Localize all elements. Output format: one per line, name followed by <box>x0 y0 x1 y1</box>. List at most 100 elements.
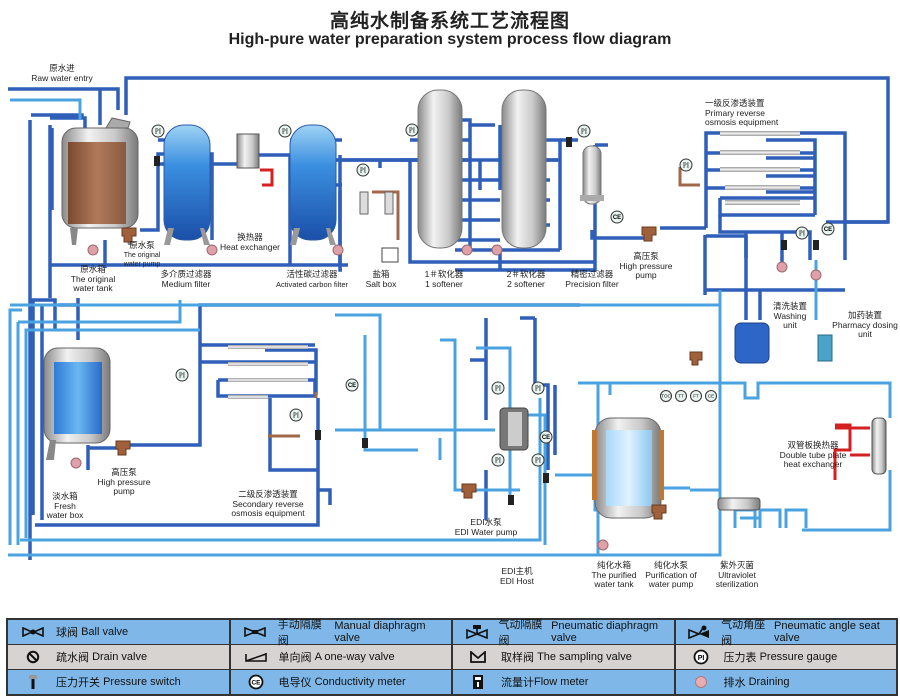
legend-item-draining: 排水 Draining <box>676 670 897 694</box>
draining-icon <box>688 675 714 689</box>
svg-text:CE: CE <box>824 227 832 233</box>
svg-text:PI: PI <box>535 385 542 393</box>
conductivity-meters: CE CE CE CE <box>345 210 835 444</box>
conductivity-meter-icon: CE <box>243 674 269 690</box>
secondary-ro-membranes <box>228 345 308 399</box>
precision-filter-vessel <box>580 145 604 205</box>
svg-text:CE: CE <box>708 394 714 399</box>
purification-pump-icon <box>651 504 667 520</box>
legend-item-manual-diaphragm-valve: 手动隔膜阀 Manual diaphragm valve <box>231 619 453 647</box>
primary-ro-membranes <box>720 131 800 205</box>
uv-sterilizer <box>717 497 761 511</box>
svg-text:PI: PI <box>282 128 289 136</box>
softener-2-vessel <box>501 89 547 249</box>
original-water-tank <box>61 117 139 245</box>
pumps <box>115 226 703 520</box>
loop-sensors: TOC TT FT CE <box>660 390 717 402</box>
one-way-valve-icon <box>243 650 269 664</box>
double-tube-plate-heat-exchanger <box>871 417 887 475</box>
pneumatic-diaphragm-valve-icon <box>465 625 488 639</box>
edi-water-pump-icon <box>461 483 477 499</box>
svg-text:TT: TT <box>678 394 684 399</box>
pressure-gauges: PI PI PI PI PI PI PI PI PI PI PI PI PI <box>151 123 809 467</box>
brine-pipes <box>268 167 700 438</box>
svg-text:PI: PI <box>155 128 162 136</box>
drain-valve-icon <box>20 650 46 664</box>
washing-pump-icon <box>689 351 703 366</box>
flow-meter-icon <box>465 675 491 689</box>
pharmacy-dosing-tank <box>817 334 833 362</box>
svg-text:PI: PI <box>799 230 806 238</box>
flow-meters <box>154 137 819 505</box>
legend-item-ball-valve: 球阀 Ball valve <box>8 620 231 644</box>
legend-item-pressure-gauge: PI 压力表 Pressure gauge <box>676 645 897 669</box>
pneumatic-angle-seat-valve-icon <box>688 625 712 639</box>
heat-exchanger <box>236 133 260 169</box>
svg-text:CE: CE <box>613 215 621 221</box>
svg-text:PI: PI <box>360 167 367 175</box>
original-water-pump-icon <box>121 227 137 243</box>
svg-text:PI: PI <box>581 128 588 136</box>
diagram-title-cn: 高纯水制备系统工艺流程图 <box>329 11 570 32</box>
pressure-switch-icon <box>20 675 46 689</box>
sampling-valve-icon <box>465 650 491 664</box>
process-flow-diagram: PI PI PI PI PI PI PI PI PI PI PI PI PI C… <box>8 76 892 560</box>
legend-table: 球阀 Ball valve 手动隔膜阀 Manual diaphragm val… <box>6 618 898 696</box>
drain-points <box>70 244 822 551</box>
svg-text:PI: PI <box>495 457 502 465</box>
svg-text:PI: PI <box>697 655 704 662</box>
legend-item-conductivity-meter: CE 电导仪 Conductivity meter <box>231 670 453 694</box>
legend-item-pneumatic-angle-seat-valve: 气动角座阀 Pneumatic angle seat valve <box>676 619 897 647</box>
svg-text:PI: PI <box>683 162 690 170</box>
fresh-water-box-tank <box>43 347 111 460</box>
edi-host-module <box>499 407 529 451</box>
salt-box-assembly <box>359 191 399 263</box>
legend-row: 疏水阀 Drain valve 单向阀 A one-way valve 取样阀 … <box>8 645 896 670</box>
medium-filter-vessel <box>163 124 211 245</box>
pressure-gauge-icon: PI <box>688 649 714 665</box>
svg-text:CE: CE <box>348 383 356 389</box>
pipe-network-product <box>8 98 892 557</box>
high-pressure-pump-1-icon <box>641 226 657 242</box>
svg-text:PI: PI <box>535 457 542 465</box>
svg-text:FT: FT <box>693 394 699 399</box>
purified-water-tank <box>592 417 664 519</box>
manual-diaphragm-valve-icon <box>243 625 268 639</box>
svg-text:PI: PI <box>495 385 502 393</box>
legend-item-one-way-valve: 单向阀 A one-way valve <box>231 645 453 669</box>
legend-item-sampling-valve: 取样阀 The sampling valve <box>453 645 676 669</box>
legend-row: 压力开关 Pressure switch CE 电导仪 Conductivity… <box>8 670 896 694</box>
diagram-title-en: High-pure water preparation system proce… <box>228 31 672 48</box>
legend-item-drain-valve: 疏水阀 Drain valve <box>8 645 231 669</box>
legend-row: 球阀 Ball valve 手动隔膜阀 Manual diaphragm val… <box>8 619 897 647</box>
steam-pipes <box>260 168 870 480</box>
svg-text:CE: CE <box>251 680 261 687</box>
legend-item-pneumatic-diaphragm-valve: 气动隔膜阀 Pneumatic diaphragm valve <box>453 619 676 647</box>
softener-1-vessel <box>417 89 463 249</box>
svg-text:PI: PI <box>179 372 186 380</box>
